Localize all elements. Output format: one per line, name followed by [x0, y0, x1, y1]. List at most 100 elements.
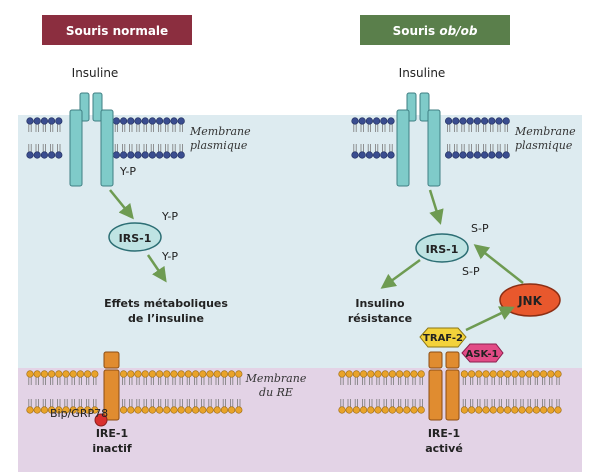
- lipid-head: [91, 406, 99, 414]
- lipid-head: [345, 406, 353, 414]
- lipid-head: [481, 151, 489, 159]
- ire1-right-label-1: IRE-1: [428, 427, 460, 440]
- lipid-head: [119, 406, 128, 414]
- lipid-head: [112, 117, 120, 125]
- lipid-head: [170, 370, 178, 378]
- lipid-head: [76, 406, 84, 414]
- lipid-head: [235, 370, 243, 378]
- lipid-head: [91, 370, 99, 378]
- lipid-head: [502, 151, 510, 159]
- arrow-phospho-left: Y-P: [161, 250, 178, 263]
- lipid-head: [163, 117, 171, 125]
- plasma-membrane-left: [26, 117, 185, 159]
- lipid-head: [184, 406, 192, 414]
- lipid-head: [228, 370, 236, 378]
- lipid-head: [33, 370, 41, 378]
- lipid-head: [387, 151, 395, 159]
- lipid-head: [134, 370, 142, 378]
- lipid-head: [504, 370, 512, 378]
- bip-grp78: [94, 413, 108, 427]
- lipid-head: [445, 151, 453, 159]
- bip-label: Bip/GRP78: [50, 407, 108, 420]
- lipid-head: [460, 370, 469, 378]
- lipid-head: [511, 406, 519, 414]
- lipid-head: [177, 151, 185, 159]
- lipid-head: [338, 370, 346, 378]
- lipid-head: [55, 151, 63, 159]
- arrow-irs-to-resistance: [380, 258, 421, 289]
- lipid-head: [473, 117, 482, 125]
- ask1: [461, 343, 504, 363]
- lipid-head: [163, 151, 171, 159]
- lipid-head: [134, 117, 142, 125]
- lipid-head: [373, 151, 381, 159]
- lipid-head: [141, 117, 149, 125]
- lipid-head: [199, 370, 207, 378]
- lipid-head: [127, 370, 135, 378]
- lipid-head: [26, 370, 34, 378]
- lipid-head: [177, 117, 185, 125]
- lipid-head: [206, 370, 214, 378]
- ire1-active: [428, 351, 460, 421]
- membrane-label-left-2: plasmique: [190, 139, 248, 152]
- jnk-label: JNK: [517, 294, 543, 308]
- lipid-head: [345, 370, 353, 378]
- lipid-head: [127, 406, 135, 414]
- lipid-head: [410, 406, 418, 414]
- lipid-head: [387, 117, 395, 125]
- lipid-head: [163, 406, 171, 414]
- lipid-head: [489, 370, 497, 378]
- lipid-head: [489, 406, 497, 414]
- arrow-traf-to-jnk: [465, 306, 515, 332]
- membrane-label-left-1: Membrane: [189, 125, 251, 138]
- lipid-head: [47, 151, 56, 159]
- irs1-phospho-left: Y-P: [161, 210, 178, 223]
- lipid-head: [365, 151, 374, 159]
- lipid-head: [156, 117, 164, 125]
- lipid-head: [206, 406, 214, 414]
- irs1-left: [108, 222, 162, 252]
- lipid-head: [495, 117, 503, 125]
- irs1-right: [415, 233, 469, 263]
- lipid-head: [475, 406, 483, 414]
- lipid-head: [62, 406, 70, 414]
- lipid-head: [525, 370, 533, 378]
- lipid-head: [360, 370, 368, 378]
- lipid-head: [374, 406, 382, 414]
- lipid-head: [495, 151, 503, 159]
- effects-label-2: de l’insuline: [128, 312, 204, 325]
- lipid-head: [367, 370, 375, 378]
- lipid-head: [228, 406, 236, 414]
- lipid-head: [351, 117, 359, 125]
- lipid-head: [192, 406, 200, 414]
- lipid-head: [459, 151, 467, 159]
- lipid-head: [502, 117, 510, 125]
- lipid-head: [199, 406, 207, 414]
- lipid-head: [403, 406, 411, 414]
- lipid-head: [365, 117, 374, 125]
- ire1-left-label-1: IRE-1: [96, 427, 128, 440]
- lipid-head: [141, 370, 149, 378]
- lipid-head: [170, 406, 178, 414]
- lipid-head: [127, 117, 135, 125]
- lipid-head: [119, 151, 128, 159]
- lipid-head: [47, 406, 56, 414]
- membrane-label-right-1: Membrane: [514, 125, 576, 138]
- lipid-head: [148, 151, 156, 159]
- lipid-head: [396, 370, 404, 378]
- lipid-head: [47, 117, 56, 125]
- lipid-head: [396, 406, 404, 414]
- irs1-phospho-right-bottom: S-P: [462, 265, 480, 278]
- lipid-head: [141, 151, 149, 159]
- lipid-head: [554, 406, 562, 414]
- lipid-head: [177, 370, 185, 378]
- irs1-phospho-right-top: S-P: [471, 222, 489, 235]
- lipid-head: [410, 370, 418, 378]
- er-membrane-label-2: du RE: [259, 386, 293, 399]
- arrow-receptor-to-irs-right: [428, 189, 444, 225]
- lipid-head: [547, 406, 555, 414]
- insulin-label-left: Insuline: [72, 66, 119, 80]
- lipid-head: [55, 370, 63, 378]
- lipid-head: [69, 370, 77, 378]
